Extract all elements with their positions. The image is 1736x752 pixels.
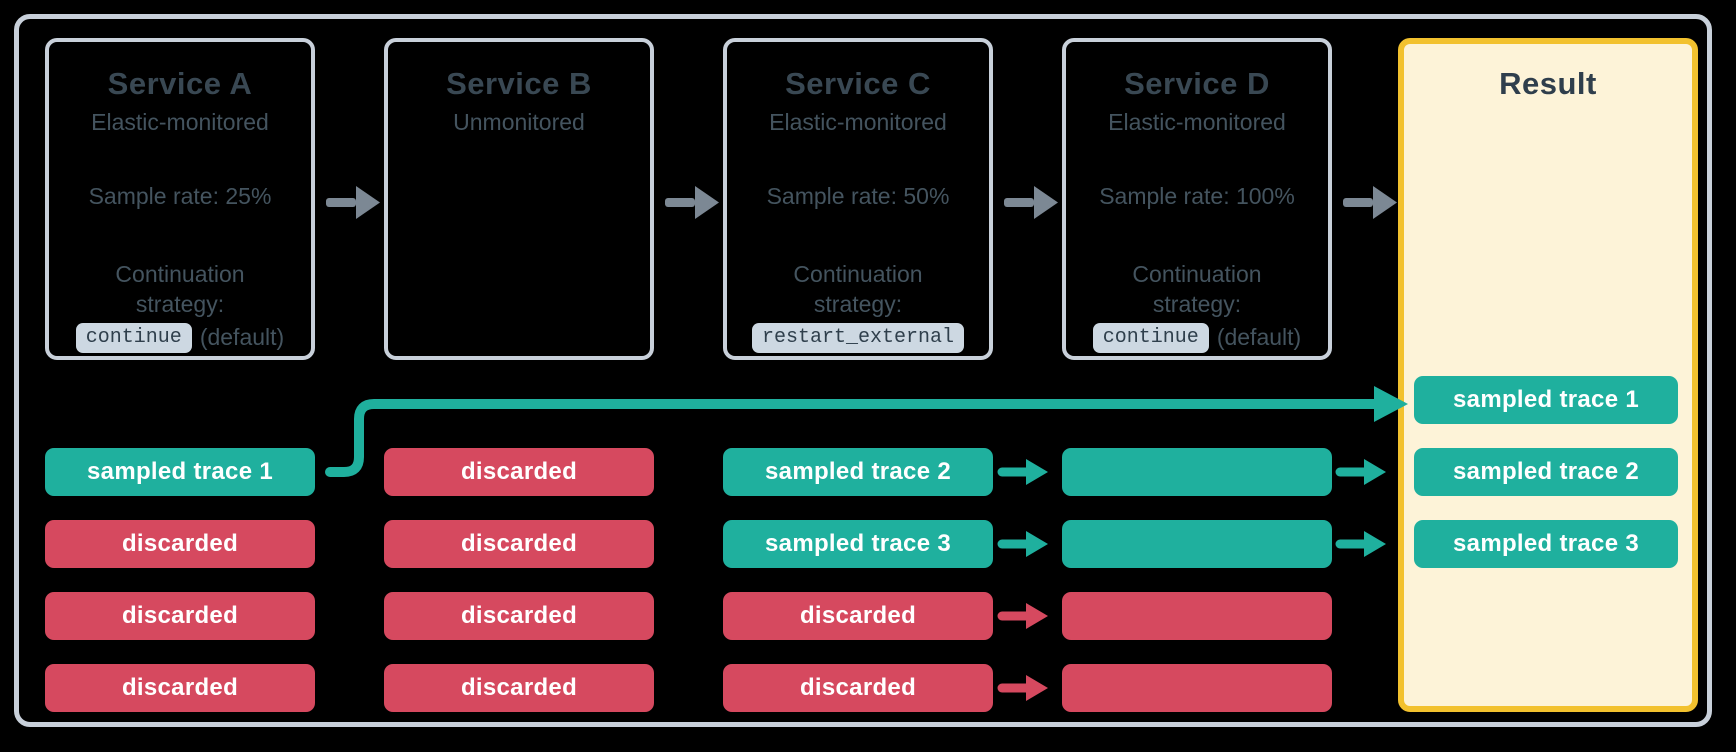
- service-b-box: Service B Unmonitored: [384, 38, 654, 360]
- trace-pill-a3: discarded: [45, 592, 315, 640]
- service-c-strategy: restart_external: [751, 322, 965, 353]
- trace-pill-a2: discarded: [45, 520, 315, 568]
- trace-pill-d2: [1062, 520, 1332, 568]
- service-d-strategy-suffix: (default): [1216, 324, 1302, 351]
- trace-pill-b3: discarded: [384, 592, 654, 640]
- trace-pill-d4: [1062, 664, 1332, 712]
- service-b-monitoring: Unmonitored: [453, 109, 585, 135]
- trace-pill-c4: discarded: [723, 664, 993, 712]
- service-c-continuation-label: Continuation strategy:: [793, 261, 923, 317]
- service-a-strategy: continue (default): [75, 322, 285, 353]
- result-pill-1: sampled trace 1: [1414, 376, 1678, 424]
- trace-pill-b4: discarded: [384, 664, 654, 712]
- service-a-sample-rate: Sample rate: 25%: [88, 183, 272, 209]
- outer-frame: [14, 14, 1712, 727]
- service-d-strategy-code: continue: [1092, 322, 1209, 353]
- service-c-title: Service C: [785, 66, 931, 101]
- trace-pill-a1: sampled trace 1: [45, 448, 315, 496]
- service-a-title: Service A: [107, 66, 253, 101]
- service-a-strategy-code: continue: [75, 322, 192, 353]
- trace-pill-b1: discarded: [384, 448, 654, 496]
- trace-pill-d1: [1062, 448, 1332, 496]
- service-d-sample-rate: Sample rate: 100%: [1099, 183, 1295, 209]
- service-b-title: Service B: [446, 66, 592, 101]
- service-c-sample-rate: Sample rate: 50%: [766, 183, 950, 209]
- service-d-monitoring: Elastic-monitored: [1108, 109, 1286, 135]
- result-title: Result: [1499, 66, 1597, 101]
- trace-pill-a4: discarded: [45, 664, 315, 712]
- trace-pill-b2: discarded: [384, 520, 654, 568]
- trace-pill-c3: discarded: [723, 592, 993, 640]
- result-pill-2: sampled trace 2: [1414, 448, 1678, 496]
- service-d-strategy: continue (default): [1092, 322, 1302, 353]
- result-box: Result: [1398, 38, 1698, 712]
- service-a-monitoring: Elastic-monitored: [91, 109, 269, 135]
- trace-pill-c1: sampled trace 2: [723, 448, 993, 496]
- service-d-title: Service D: [1124, 66, 1270, 101]
- result-pill-3: sampled trace 3: [1414, 520, 1678, 568]
- service-c-monitoring: Elastic-monitored: [769, 109, 947, 135]
- service-c-strategy-code: restart_external: [751, 322, 965, 353]
- service-a-strategy-suffix: (default): [199, 324, 285, 351]
- service-d-box: Service D Elastic-monitored Sample rate:…: [1062, 38, 1332, 360]
- service-a-continuation-label: Continuation strategy:: [115, 261, 245, 317]
- trace-pill-d3: [1062, 592, 1332, 640]
- service-a-box: Service A Elastic-monitored Sample rate:…: [45, 38, 315, 360]
- service-d-continuation-label: Continuation strategy:: [1132, 261, 1262, 317]
- service-c-box: Service C Elastic-monitored Sample rate:…: [723, 38, 993, 360]
- trace-pill-c2: sampled trace 3: [723, 520, 993, 568]
